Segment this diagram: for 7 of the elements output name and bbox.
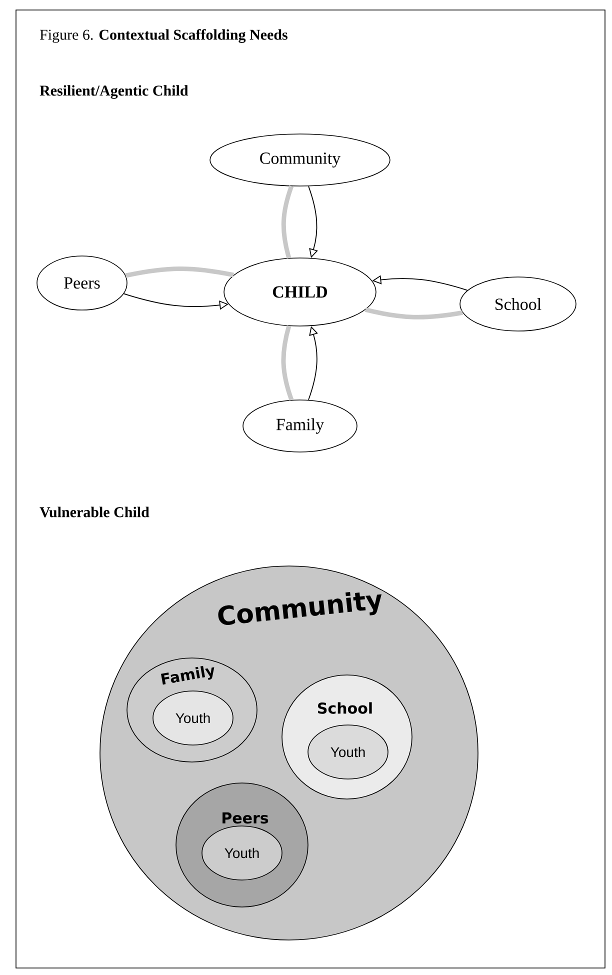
- band-connector: [281, 186, 294, 259]
- section-heading: Resilient/Agentic Child: [40, 85, 188, 99]
- figure-title: Figure 6. Contextual Scaffolding Needs: [40, 29, 288, 43]
- band-connector: [281, 325, 294, 401]
- band-connector: [364, 308, 463, 320]
- band-connector: [125, 266, 234, 278]
- section-heading: Vulnerable Child: [40, 506, 150, 518]
